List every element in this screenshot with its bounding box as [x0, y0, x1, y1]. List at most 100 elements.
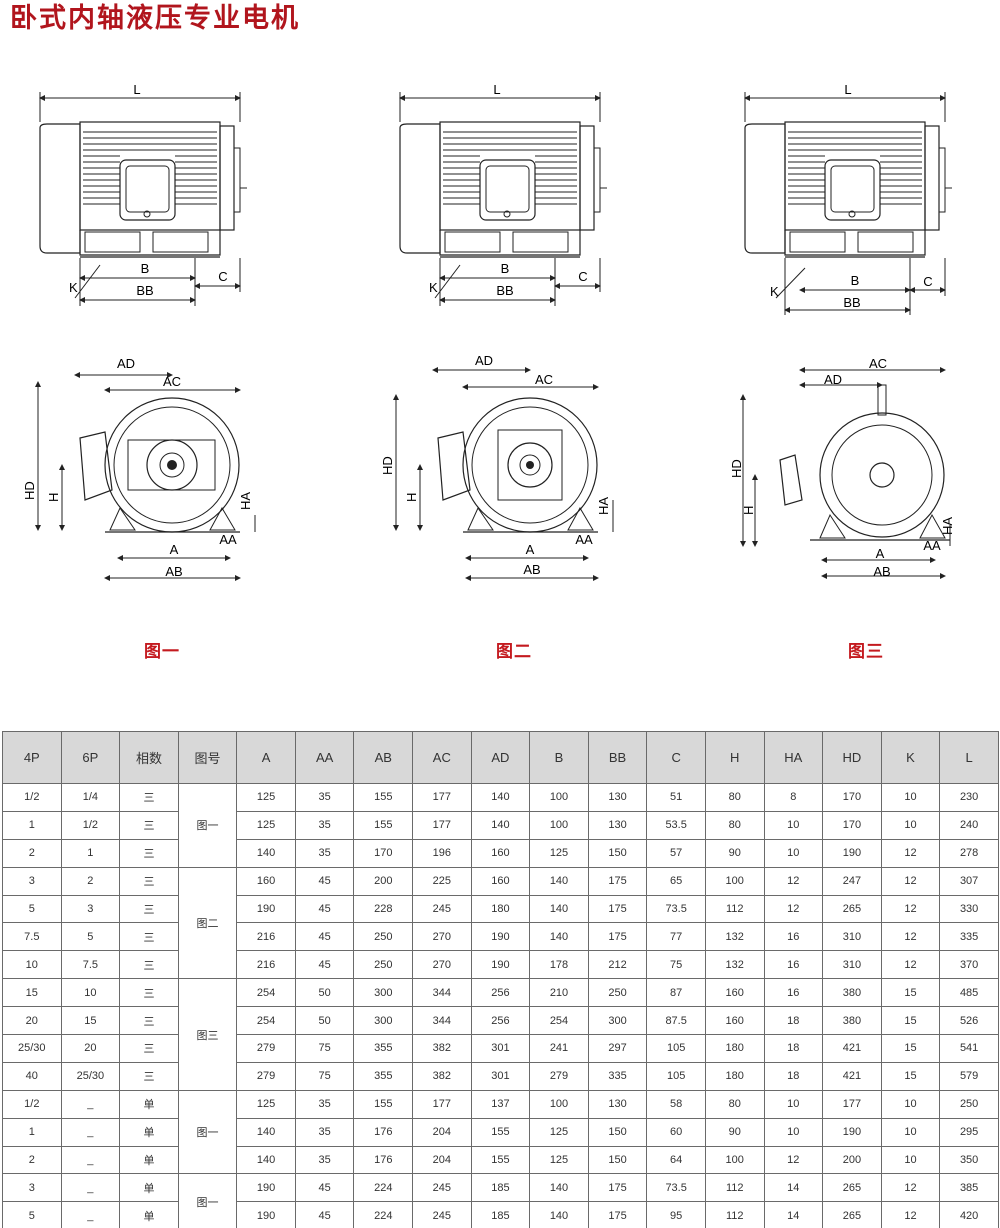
- table-cell: 204: [412, 1117, 472, 1147]
- table-cell: 254: [236, 1006, 296, 1036]
- table-cell: 190: [236, 1173, 296, 1203]
- table-cell: 140: [529, 1173, 589, 1203]
- table-cell: 185: [470, 1173, 531, 1203]
- table-cell: 12: [880, 1173, 941, 1203]
- svg-text:AA: AA: [575, 532, 593, 547]
- table-cell: 160: [470, 866, 531, 896]
- table-cell: 112: [704, 1173, 765, 1203]
- table-cell: 16: [763, 950, 824, 980]
- table-cell: 80: [704, 783, 765, 812]
- figure-1-front-view: AD AC HD H HA A AB AA: [22, 356, 256, 581]
- table-cell: 230: [939, 783, 999, 812]
- table-cell: 245: [412, 1201, 472, 1228]
- page-title: 卧式内轴液压专业电机: [10, 3, 300, 34]
- svg-text:H: H: [46, 493, 61, 502]
- table-cell: 170: [822, 783, 882, 812]
- table-cell: 421: [822, 1034, 882, 1063]
- figure-1-side-view: L B BB C K: [39, 82, 248, 306]
- table-cell: 160: [704, 1006, 765, 1036]
- svg-text:L: L: [493, 82, 500, 97]
- table-cell: 180: [704, 1061, 765, 1091]
- figure-3-label: 图三: [848, 642, 884, 662]
- table-cell: 112: [704, 1201, 765, 1228]
- svg-text:AC: AC: [535, 372, 553, 387]
- table-cell: 10: [763, 1089, 824, 1119]
- table-cell: 279: [529, 1061, 589, 1091]
- table-cell: 三: [119, 894, 179, 924]
- table-cell: 200: [822, 1145, 882, 1175]
- svg-text:HD: HD: [380, 456, 395, 475]
- table-cell: 265: [822, 1201, 882, 1228]
- table-cell: 单: [119, 1089, 179, 1119]
- table-cell: 12: [880, 838, 941, 868]
- table-cell: 150: [587, 1117, 648, 1147]
- table-cell: _: [60, 1089, 121, 1119]
- figure-2-label: 图二: [496, 642, 532, 662]
- svg-text:HA: HA: [238, 492, 253, 510]
- table-cell: 35: [294, 838, 355, 868]
- table-cell: 140: [236, 1145, 296, 1175]
- table-cell: 344: [412, 1006, 472, 1036]
- table-cell: 150: [587, 1145, 648, 1175]
- table-cell: 100: [704, 866, 765, 896]
- table-cell: 250: [353, 950, 414, 980]
- table-cell: 241: [529, 1034, 589, 1063]
- table-cell: 130: [587, 1089, 648, 1119]
- svg-text:AB: AB: [165, 564, 182, 579]
- table-cell: 175: [587, 894, 648, 924]
- svg-text:AD: AD: [117, 356, 135, 371]
- table-cell: 155: [470, 1145, 531, 1175]
- table-cell: 90: [704, 838, 765, 868]
- table-cell: 155: [353, 1089, 414, 1119]
- table-cell: 228: [353, 894, 414, 924]
- table-cell: 137: [470, 1089, 531, 1119]
- table-cell: 15: [60, 1006, 121, 1036]
- table-cell: _: [60, 1117, 121, 1147]
- table-cell: 64: [646, 1145, 706, 1175]
- table-cell: 75: [294, 1034, 355, 1063]
- figure-cell: 图一: [177, 1173, 238, 1228]
- table-cell: 224: [353, 1201, 414, 1228]
- svg-text:A: A: [170, 542, 179, 557]
- table-cell: 155: [353, 783, 414, 812]
- table-cell: _: [60, 1145, 121, 1175]
- table-cell: 125: [236, 810, 296, 840]
- figure-cell: 图一: [177, 783, 238, 868]
- table-cell: 51: [646, 783, 706, 812]
- table-cell: 382: [412, 1034, 472, 1063]
- svg-text:B: B: [851, 273, 860, 288]
- table-cell: 155: [470, 1117, 531, 1147]
- table-cell: 12: [880, 894, 941, 924]
- table-cell: 53.5: [646, 810, 706, 840]
- svg-text:K: K: [770, 284, 779, 299]
- table-cell: 278: [939, 838, 999, 868]
- svg-text:H: H: [404, 493, 419, 502]
- table-cell: 160: [236, 866, 296, 896]
- figure-1-label: 图一: [144, 642, 180, 662]
- table-cell: 176: [353, 1117, 414, 1147]
- table-cell: 5: [2, 1201, 62, 1228]
- table-cell: 112: [704, 894, 765, 924]
- table-cell: 58: [646, 1089, 706, 1119]
- table-cell: 170: [353, 838, 414, 868]
- table-cell: 12: [763, 866, 824, 896]
- column-header: B: [529, 731, 589, 784]
- column-header: K: [880, 731, 941, 784]
- table-cell: 190: [236, 894, 296, 924]
- table-cell: 1: [2, 1117, 62, 1147]
- table-cell: 20: [60, 1034, 121, 1063]
- table-cell: 279: [236, 1034, 296, 1063]
- table-cell: 50: [294, 1006, 355, 1036]
- table-cell: 140: [236, 1117, 296, 1147]
- table-cell: 2: [60, 866, 121, 896]
- table-cell: 单: [119, 1145, 179, 1175]
- column-header: AC: [412, 731, 472, 784]
- table-cell: 176: [353, 1145, 414, 1175]
- table-cell: 385: [939, 1173, 999, 1203]
- table-cell: 170: [822, 810, 882, 840]
